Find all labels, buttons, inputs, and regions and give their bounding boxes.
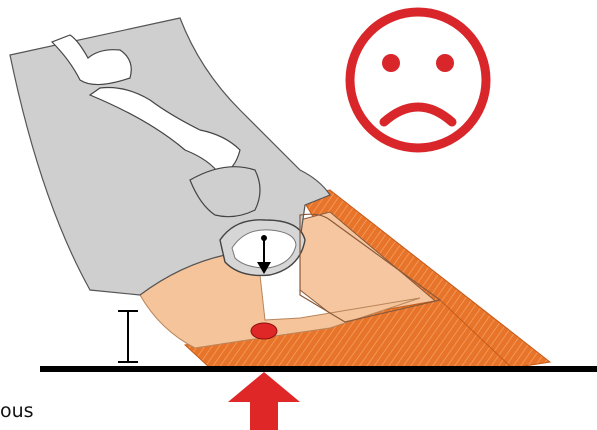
- coffin-joint: [189, 166, 261, 218]
- fetlock-joint: [50, 34, 132, 86]
- bruise-spot: [250, 322, 278, 340]
- caption-fragment: ous: [0, 400, 34, 422]
- sad-face-icon: [345, 7, 491, 153]
- measurement-bracket-icon: [118, 310, 138, 363]
- downward-arrow-icon: [257, 235, 271, 274]
- pedal-bone-tip: [299, 213, 442, 323]
- pastern-joint: [88, 86, 241, 176]
- upward-arrow-icon: [228, 372, 300, 430]
- ground-line: [40, 366, 597, 372]
